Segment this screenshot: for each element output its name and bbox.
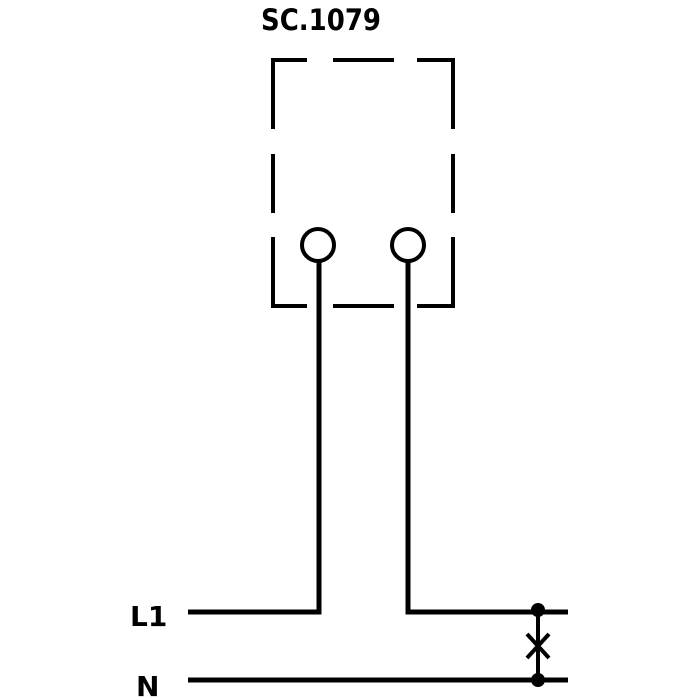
terminal-1-icon [300, 227, 336, 263]
label-l1: L1 [130, 600, 167, 633]
fuse-cross-icon [525, 603, 551, 687]
wire-to-terminal-2 [405, 261, 568, 615]
terminal-2-icon [390, 227, 426, 263]
label-n: N [136, 670, 159, 700]
wire-l1 [188, 261, 322, 615]
device-label: SC.1079 [261, 3, 381, 37]
device-enclosure [271, 58, 455, 308]
